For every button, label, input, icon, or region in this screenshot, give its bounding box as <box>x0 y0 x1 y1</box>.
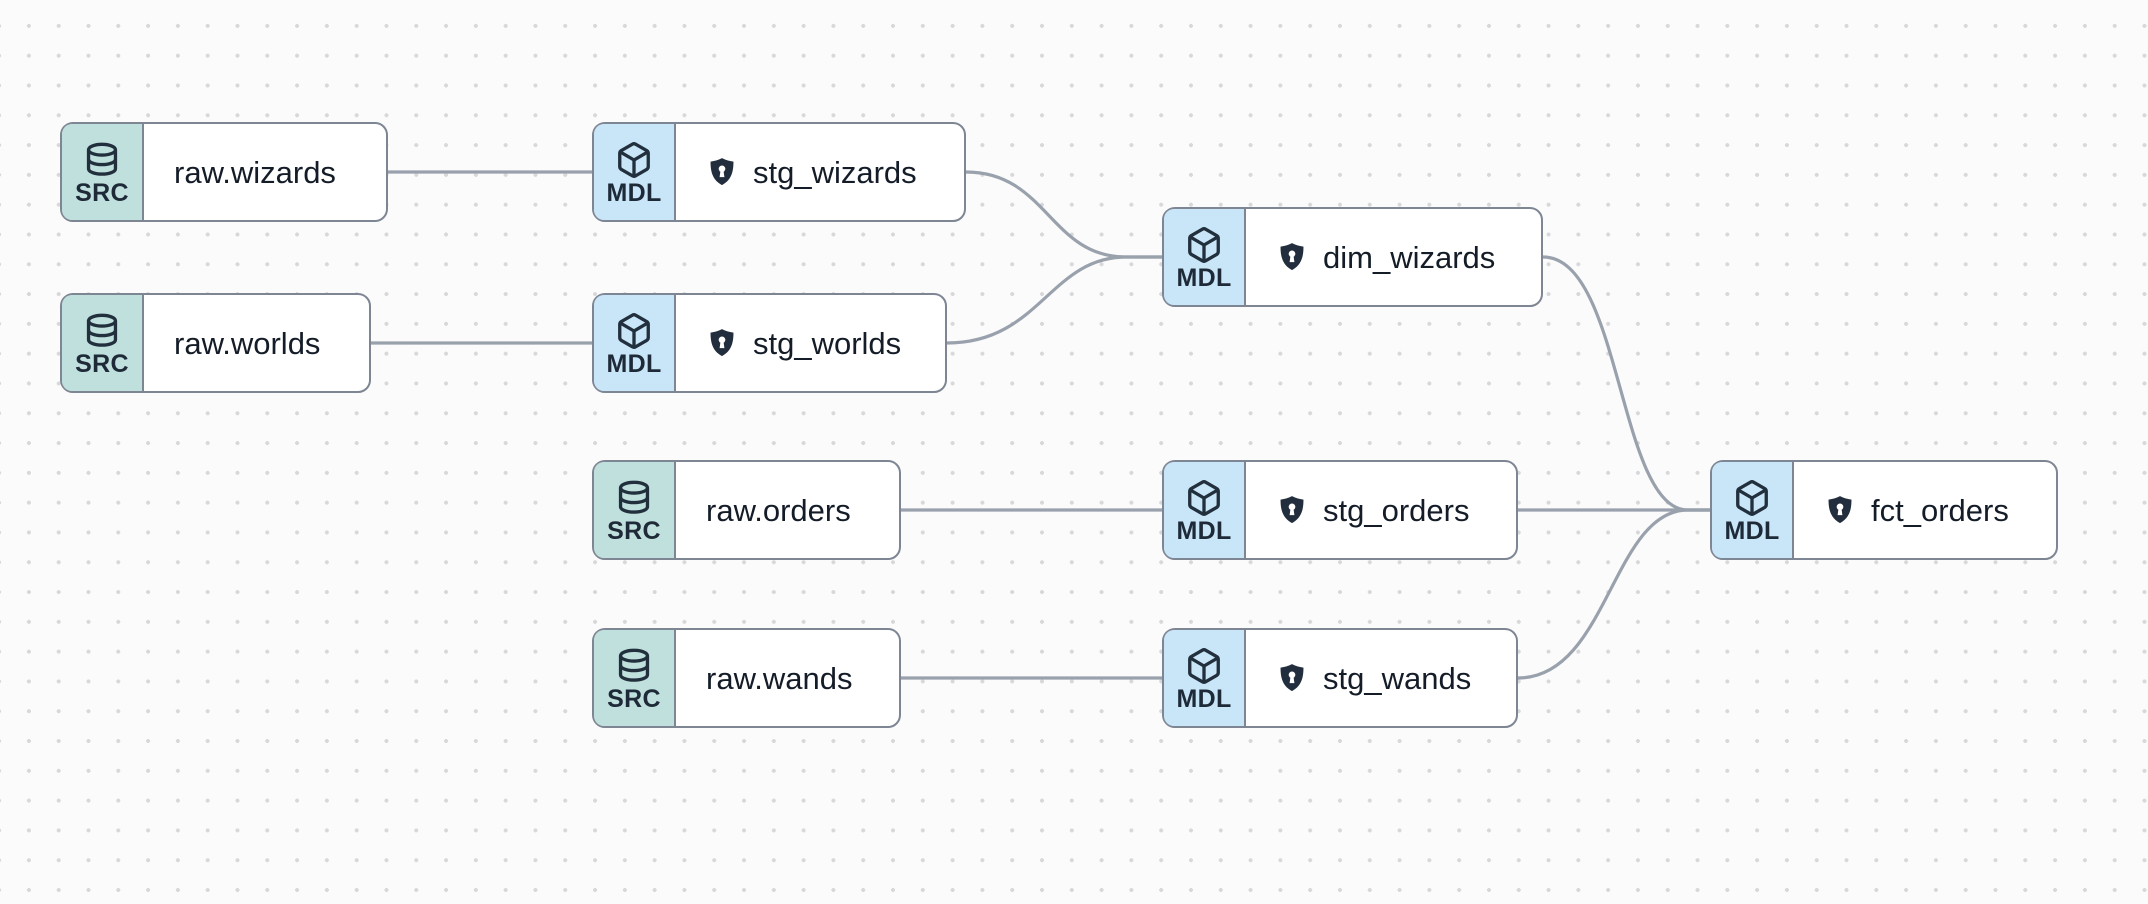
node-dim_wizards[interactable]: MDL dim_wizards <box>1162 207 1543 307</box>
node-label: stg_wizards <box>753 154 917 190</box>
node-raw.wands[interactable]: SRC raw.wands <box>592 628 901 728</box>
badge-label: SRC <box>75 178 129 207</box>
cube-icon <box>618 312 650 349</box>
badge-label: MDL <box>1724 516 1780 545</box>
edge-stg_worlds-dim_wizards <box>946 255 1162 345</box>
node-label: fct_orders <box>1871 492 2009 528</box>
node-label: stg_worlds <box>753 325 902 361</box>
edge-stg_wizards-dim_wizards <box>965 170 1162 259</box>
shield-lock-icon <box>710 329 734 357</box>
node-raw.orders[interactable]: SRC raw.orders <box>592 460 901 560</box>
badge-label: SRC <box>75 349 129 378</box>
source-type-badge: SRC <box>594 630 676 726</box>
node-label: dim_wizards <box>1323 239 1496 275</box>
model-type-badge: MDL <box>1712 462 1794 558</box>
cube-icon <box>618 141 650 178</box>
badge-label: SRC <box>607 516 661 545</box>
badge-label: MDL <box>606 349 662 378</box>
shield-lock-icon <box>710 158 734 186</box>
database-icon <box>86 313 118 347</box>
database-icon <box>86 142 118 176</box>
node-stg_worlds[interactable]: MDL stg_worlds <box>592 293 947 393</box>
model-type-badge: MDL <box>1164 462 1246 558</box>
edge-dim_wizards-fct_orders <box>1542 255 1710 512</box>
source-type-badge: SRC <box>594 462 676 558</box>
node-label: stg_orders <box>1323 492 1470 528</box>
edge-stg_wands-fct_orders <box>1517 508 1710 680</box>
node-raw.wizards[interactable]: SRC raw.wizards <box>60 122 388 222</box>
cube-icon <box>1188 647 1220 684</box>
badge-label: MDL <box>606 178 662 207</box>
model-type-badge: MDL <box>594 124 676 220</box>
node-raw.worlds[interactable]: SRC raw.worlds <box>60 293 371 393</box>
model-type-badge: MDL <box>1164 209 1246 305</box>
model-type-badge: MDL <box>594 295 676 391</box>
cube-icon <box>1736 479 1768 516</box>
badge-label: SRC <box>607 684 661 713</box>
cube-icon <box>1188 479 1220 516</box>
badge-label: MDL <box>1176 263 1232 292</box>
source-type-badge: SRC <box>62 295 144 391</box>
node-stg_wands[interactable]: MDL stg_wands <box>1162 628 1518 728</box>
shield-lock-icon <box>1280 664 1304 692</box>
shield-lock-icon <box>1828 496 1852 524</box>
node-stg_wizards[interactable]: MDL stg_wizards <box>592 122 966 222</box>
node-label: raw.wizards <box>174 154 336 190</box>
node-stg_orders[interactable]: MDL stg_orders <box>1162 460 1518 560</box>
node-label: raw.orders <box>706 492 851 528</box>
database-icon <box>618 480 650 514</box>
shield-lock-icon <box>1280 243 1304 271</box>
database-icon <box>618 648 650 682</box>
node-label: raw.wands <box>706 660 853 696</box>
source-type-badge: SRC <box>62 124 144 220</box>
shield-lock-icon <box>1280 496 1304 524</box>
node-fct_orders[interactable]: MDL fct_orders <box>1710 460 2058 560</box>
node-label: stg_wands <box>1323 660 1472 696</box>
badge-label: MDL <box>1176 516 1232 545</box>
node-label: raw.worlds <box>174 325 321 361</box>
cube-icon <box>1188 226 1220 263</box>
badge-label: MDL <box>1176 684 1232 713</box>
model-type-badge: MDL <box>1164 630 1246 726</box>
